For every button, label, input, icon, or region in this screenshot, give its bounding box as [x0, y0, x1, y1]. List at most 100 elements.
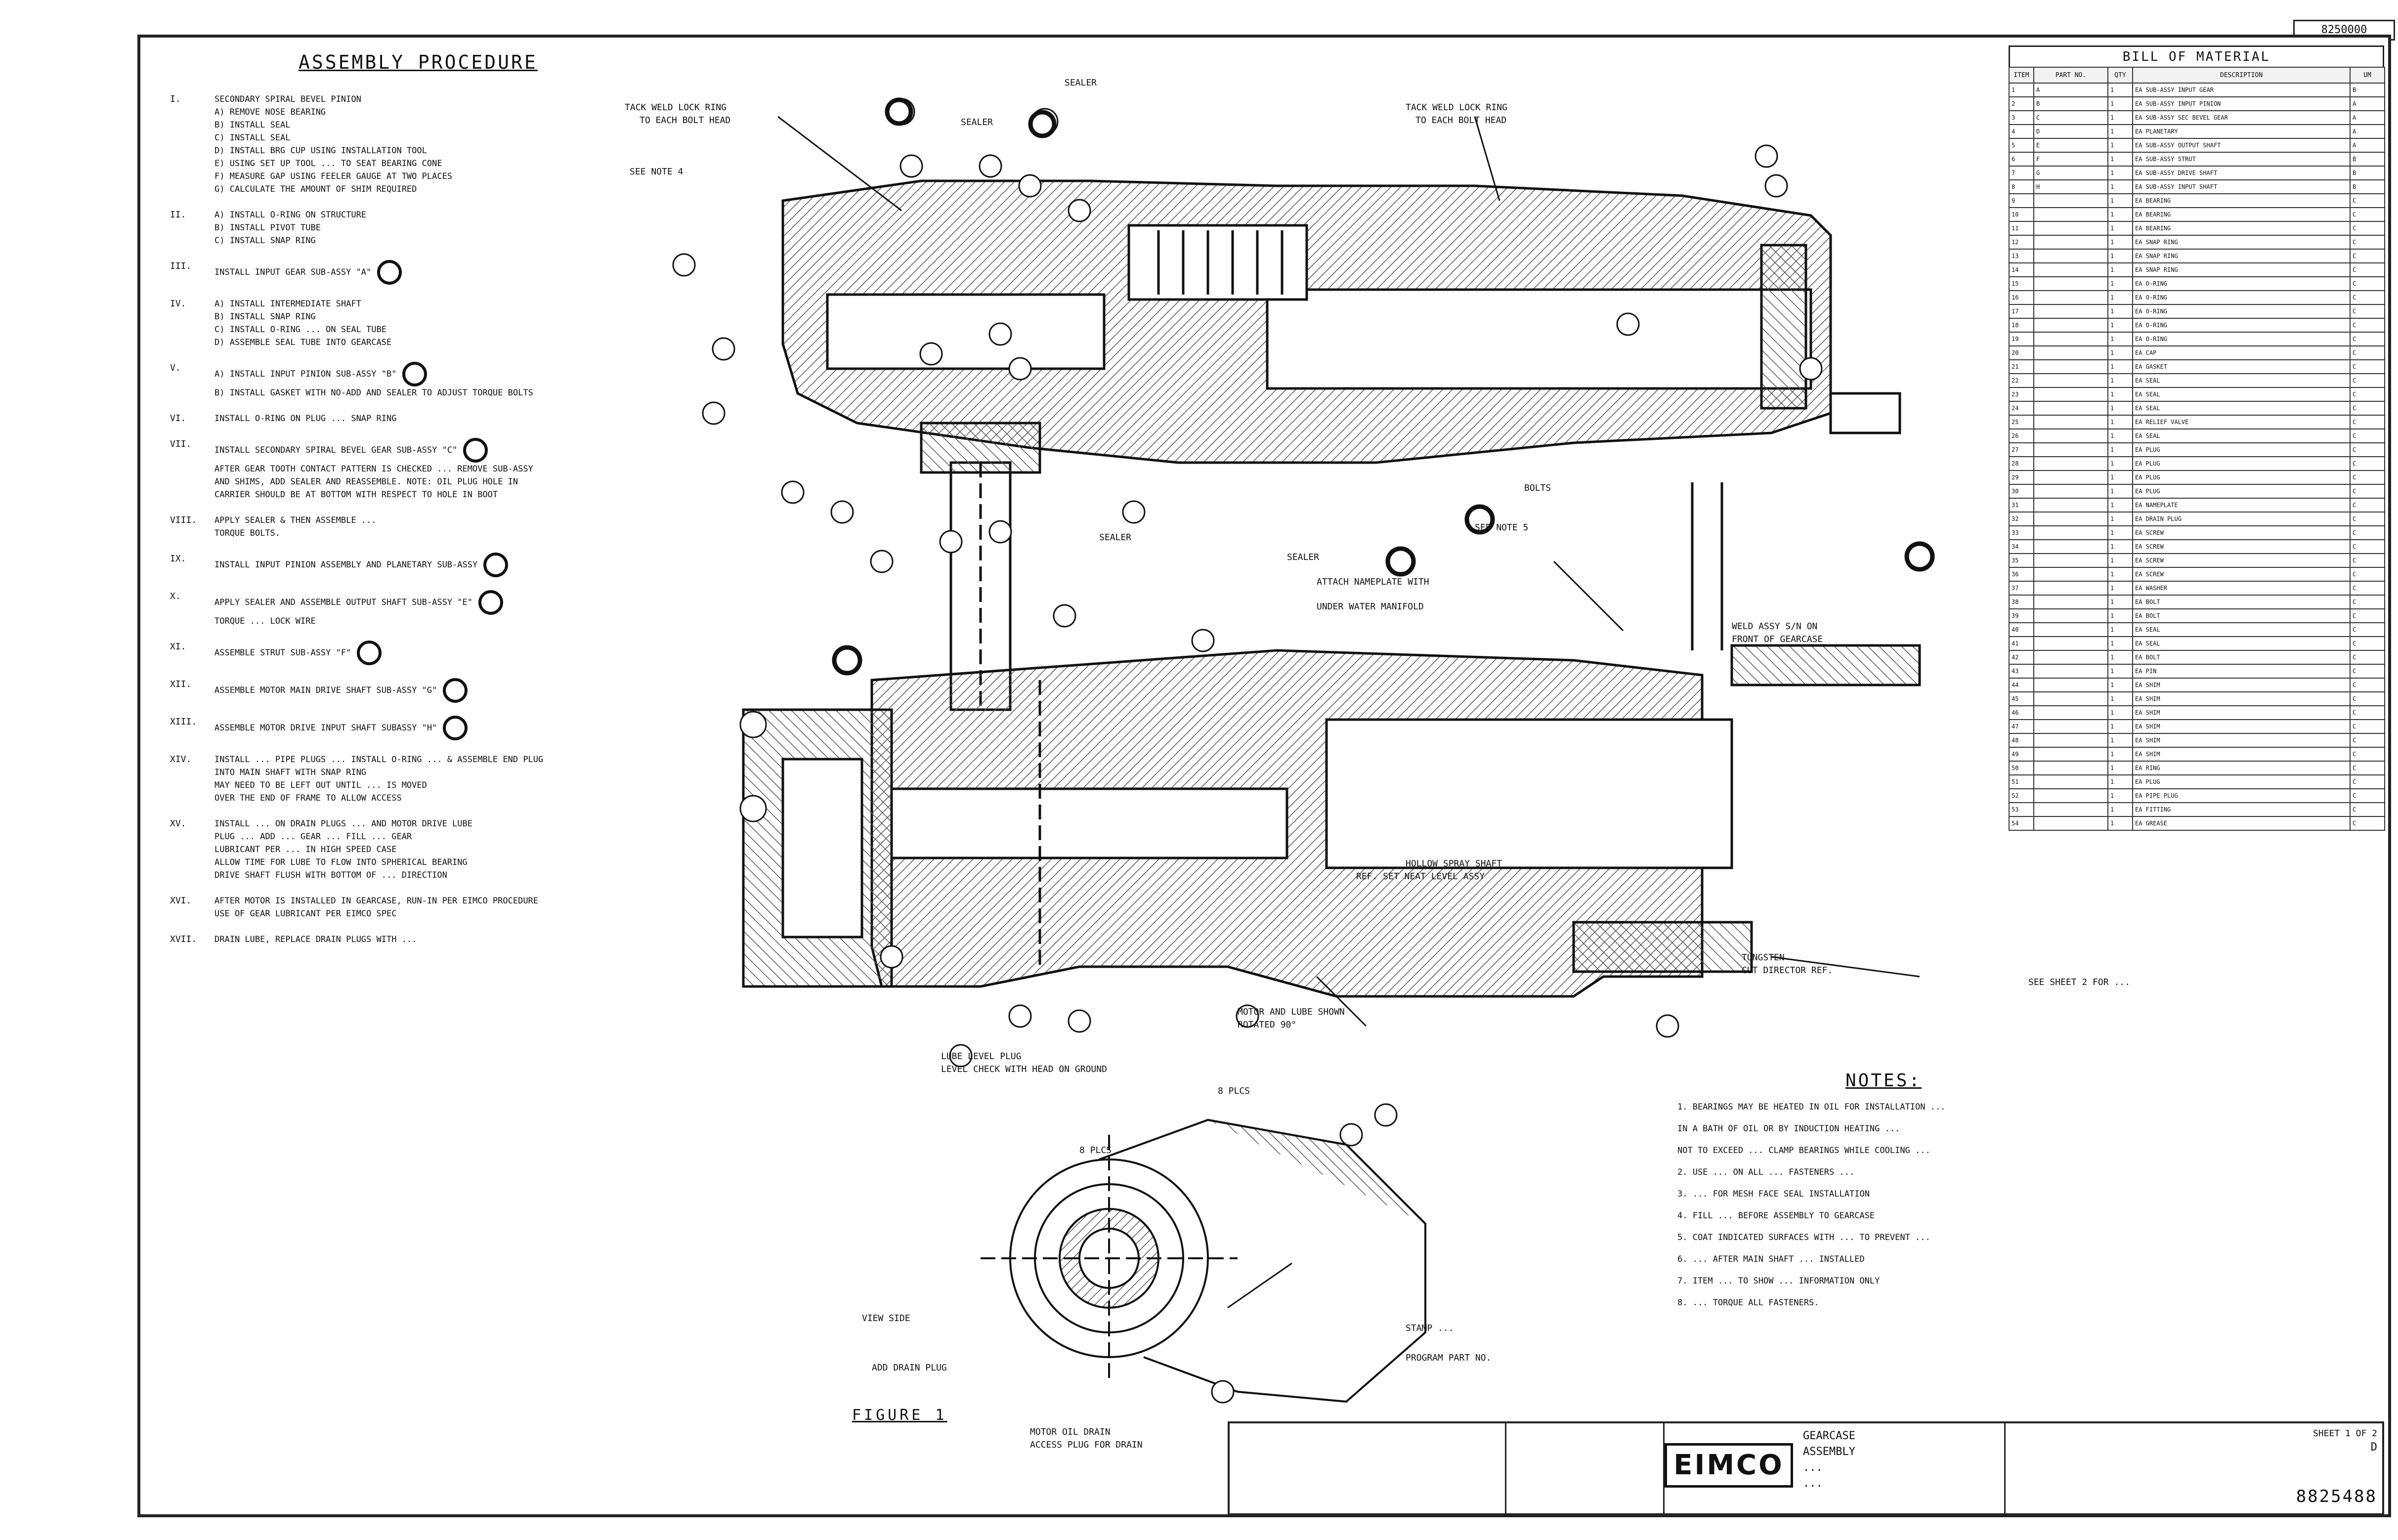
bom-cell: [2033, 553, 2108, 568]
bom-cell: EA SUB-ASSY DRIVE SHAFT: [2132, 166, 2351, 180]
bom-cell: 1: [2107, 816, 2133, 831]
bom-cell: EA PLUG: [2132, 442, 2351, 457]
bom-cell: 18: [2009, 318, 2034, 333]
bom-cell: EA O-RING: [2132, 304, 2351, 319]
step-text-line: F) MEASURE GAP USING FEELER GAUGE AT TWO…: [214, 171, 453, 181]
weld-assy-label: WELD ASSY S/N ON: [1732, 621, 1818, 632]
bom-cell: C: [2350, 553, 2385, 568]
bom-cell: C: [2350, 595, 2385, 609]
sealer-label: SEALER: [1065, 78, 1097, 88]
bom-cell: [2033, 276, 2108, 291]
bom-cell: [2033, 567, 2108, 582]
bom-cell: [2033, 816, 2108, 831]
bom-cell: C: [2350, 747, 2385, 762]
tungsten-label: TUNGSTEN: [1742, 952, 1785, 963]
bom-cell: 1: [2107, 332, 2133, 346]
bom-cell: 1: [2107, 166, 2133, 180]
step-text-line-with-callout: ASSEMBLE MOTOR DRIVE INPUT SHAFT SUBASSY…: [214, 716, 733, 740]
assembly-step: XI.ASSEMBLE STRUT SUB-ASSY "F": [170, 641, 733, 665]
step-number: VII.: [170, 439, 192, 449]
bom-cell: C: [2350, 539, 2385, 554]
step-number: X.: [170, 591, 181, 601]
bom-cell: [2033, 705, 2108, 720]
bom-cell: EA SEAL: [2132, 373, 2351, 388]
bom-cell: EA DRAIN PLUG: [2132, 512, 2351, 526]
title-line: ASSEMBLY: [1803, 1446, 1855, 1458]
tack-weld-label: TACK WELD LOCK RING: [1406, 102, 1507, 113]
bom-cell: C: [2033, 110, 2108, 125]
bom-cell: 1: [2107, 691, 2133, 706]
bom-cell: C: [2350, 332, 2385, 346]
bom-cell: C: [2350, 788, 2385, 803]
bom-cell: EA PLUG: [2132, 456, 2351, 471]
bom-cell: C: [2350, 304, 2385, 319]
bom-cell: 1: [2107, 373, 2133, 388]
bom-column-header: ITEM: [2009, 67, 2034, 84]
bom-cell: [2033, 345, 2108, 360]
assembly-step: XVII.DRAIN LUBE, REPLACE DRAIN PLUGS WIT…: [170, 933, 733, 946]
bom-cell: EA GREASE: [2132, 816, 2351, 831]
bom-cell: 44: [2009, 678, 2034, 692]
step-number: XV.: [170, 818, 186, 829]
bom-cell: EA BOLT: [2132, 608, 2351, 623]
bom-cell: 1: [2107, 110, 2133, 125]
step-text-line-with-callout: INSTALL INPUT PINION ASSEMBLY AND PLANET…: [214, 553, 733, 577]
bom-cell: C: [2350, 359, 2385, 374]
bom-cell: 1: [2107, 276, 2133, 291]
bom-cell: 1: [2107, 415, 2133, 429]
bom-cell: 2: [2009, 96, 2034, 111]
bom-cell: EA BOLT: [2132, 650, 2351, 665]
bom-cell: 36: [2009, 567, 2034, 582]
bom-cell: C: [2350, 456, 2385, 471]
bom-cell: 1: [2107, 484, 2133, 499]
bom-cell: 1: [2107, 705, 2133, 720]
oil-drain-label: MOTOR OIL DRAIN: [1030, 1427, 1111, 1437]
step-text-line: PLUG ... ADD ... GEAR ... FILL ... GEAR: [214, 832, 412, 842]
bom-cell: EA SEAL: [2132, 401, 2351, 416]
bom-cell: 1: [2107, 442, 2133, 457]
notes-block: [1506, 1423, 1665, 1513]
bom-cell: 34: [2009, 539, 2034, 554]
bom-cell: 40: [2009, 622, 2034, 637]
assembly-step: XVI.AFTER MOTOR IS INSTALLED IN GEARCASE…: [170, 895, 733, 920]
assembly-step: III.INSTALL INPUT GEAR SUB-ASSY "A": [170, 260, 733, 285]
step-number: II.: [170, 210, 186, 220]
step-text-line: AND SHIMS, ADD SEALER AND REASSEMBLE. NO…: [214, 477, 518, 487]
step-number: XIV.: [170, 754, 192, 765]
bom-cell: C: [2350, 290, 2385, 305]
bom-cell: EA SHIM: [2132, 747, 2351, 762]
bom-cell: 1: [2107, 193, 2133, 208]
step-text-line: C) INSTALL SEAL: [214, 133, 291, 143]
bom-cell: EA SNAP RING: [2132, 235, 2351, 250]
bom-cell: C: [2350, 581, 2385, 596]
bom-cell: EA SUB-ASSY INPUT SHAFT: [2132, 179, 2351, 194]
bom-cell: [2033, 788, 2108, 803]
step-text-line-with-callout: ASSEMBLE STRUT SUB-ASSY "F": [214, 641, 733, 665]
bom-cell: 35: [2009, 553, 2034, 568]
bom-cell: [2033, 678, 2108, 692]
bom-cell: C: [2350, 802, 2385, 817]
bom-cell: C: [2350, 498, 2385, 513]
bom-cell: [2033, 595, 2108, 609]
step-text-line: ALLOW TIME FOR LUBE TO FLOW INTO SPHERIC…: [214, 857, 468, 867]
bom-cell: [2033, 235, 2108, 250]
bom-cell: 1: [2107, 456, 2133, 471]
sheet-number: SHEET 1 OF 2: [2312, 1428, 2377, 1439]
bom-cell: 42: [2009, 650, 2034, 665]
bom-cell: 1: [2107, 387, 2133, 402]
bom-cell: C: [2350, 705, 2385, 720]
see-note-label: SEE NOTE 5: [1475, 522, 1529, 533]
bom-cell: 24: [2009, 401, 2034, 416]
